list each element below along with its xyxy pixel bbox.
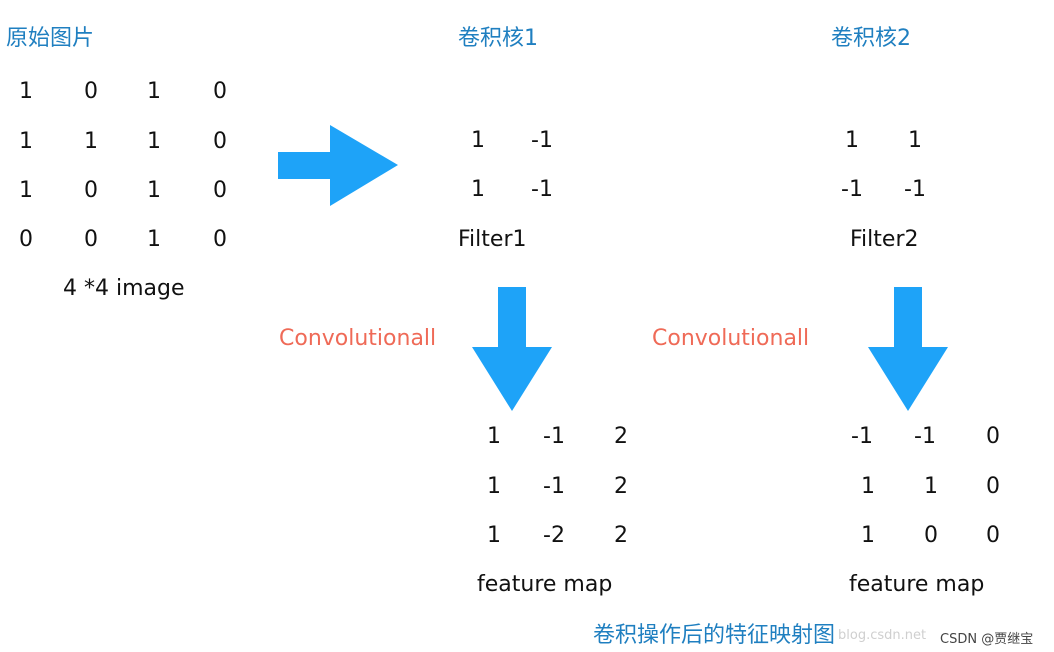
original-matrix: 1 0 1 0 1 1 1 0 1 0 1 0 0 0 1 0 xyxy=(4,79,244,259)
kernel1-caption: Filter1 xyxy=(458,227,527,252)
matrix-cell: -1 xyxy=(531,177,553,202)
matrix-cell: -1 xyxy=(543,424,565,449)
down-arrow-icon xyxy=(472,287,552,411)
matrix-cell: 1 xyxy=(19,129,33,154)
matrix-cell: 0 xyxy=(19,227,33,252)
matrix-cell: -1 xyxy=(851,424,873,449)
matrix-cell: 2 xyxy=(614,474,628,499)
matrix-cell: -2 xyxy=(543,523,565,548)
matrix-cell: 2 xyxy=(614,523,628,548)
matrix-cell: 0 xyxy=(213,178,227,203)
matrix-cell: 1 xyxy=(924,474,938,499)
matrix-cell: -1 xyxy=(841,177,863,202)
original-image-caption: 4 *4 image xyxy=(63,276,185,301)
matrix-cell: -1 xyxy=(543,474,565,499)
original-image-title: 原始图片 xyxy=(6,26,95,51)
kernel2-matrix: 1 1 -1 -1 xyxy=(830,128,950,208)
matrix-cell: 1 xyxy=(471,128,485,153)
matrix-cell: 0 xyxy=(924,523,938,548)
convolution-label-2: Convolutionall xyxy=(652,326,810,351)
matrix-cell: 1 xyxy=(147,227,161,252)
feature-map-2-caption: feature map xyxy=(849,572,985,597)
matrix-cell: 1 xyxy=(487,424,501,449)
matrix-cell: 2 xyxy=(614,424,628,449)
watermark-faint: blog.csdn.net xyxy=(838,628,927,643)
matrix-cell: -1 xyxy=(531,128,553,153)
matrix-cell: 1 xyxy=(861,474,875,499)
matrix-cell: 1 xyxy=(19,79,33,104)
matrix-cell: 1 xyxy=(487,474,501,499)
convolution-label-1: Convolutionall xyxy=(279,326,437,351)
matrix-cell: 0 xyxy=(213,129,227,154)
matrix-cell: 0 xyxy=(84,178,98,203)
matrix-cell: 0 xyxy=(986,424,1000,449)
matrix-cell: 0 xyxy=(213,79,227,104)
feature-map-section-title: 卷积操作后的特征映射图 xyxy=(593,623,836,648)
down-arrow-icon xyxy=(868,287,948,411)
matrix-cell: 0 xyxy=(84,227,98,252)
matrix-cell: 1 xyxy=(845,128,859,153)
feature-map-1-matrix: 1 -1 2 1 -1 2 1 -2 2 xyxy=(472,424,652,554)
feature-map-1-caption: feature map xyxy=(477,572,613,597)
kernel2-title: 卷积核2 xyxy=(831,26,911,51)
matrix-cell: 0 xyxy=(986,474,1000,499)
matrix-cell: 1 xyxy=(908,128,922,153)
matrix-cell: 1 xyxy=(471,177,485,202)
matrix-cell: -1 xyxy=(914,424,936,449)
matrix-cell: 1 xyxy=(147,129,161,154)
matrix-cell: 1 xyxy=(19,178,33,203)
matrix-cell: 1 xyxy=(487,523,501,548)
matrix-cell: -1 xyxy=(904,177,926,202)
matrix-cell: 0 xyxy=(213,227,227,252)
kernel2-caption: Filter2 xyxy=(850,227,919,252)
matrix-cell: 0 xyxy=(986,523,1000,548)
feature-map-2-matrix: -1 -1 0 1 1 0 1 0 0 xyxy=(840,424,1020,554)
kernel1-matrix: 1 -1 1 -1 xyxy=(456,128,576,208)
matrix-cell: 1 xyxy=(84,129,98,154)
right-arrow-icon xyxy=(278,125,398,206)
watermark: CSDN @贾继宝 xyxy=(940,632,1034,647)
matrix-cell: 1 xyxy=(861,523,875,548)
matrix-cell: 0 xyxy=(84,79,98,104)
matrix-cell: 1 xyxy=(147,79,161,104)
kernel1-title: 卷积核1 xyxy=(458,26,538,51)
matrix-cell: 1 xyxy=(147,178,161,203)
